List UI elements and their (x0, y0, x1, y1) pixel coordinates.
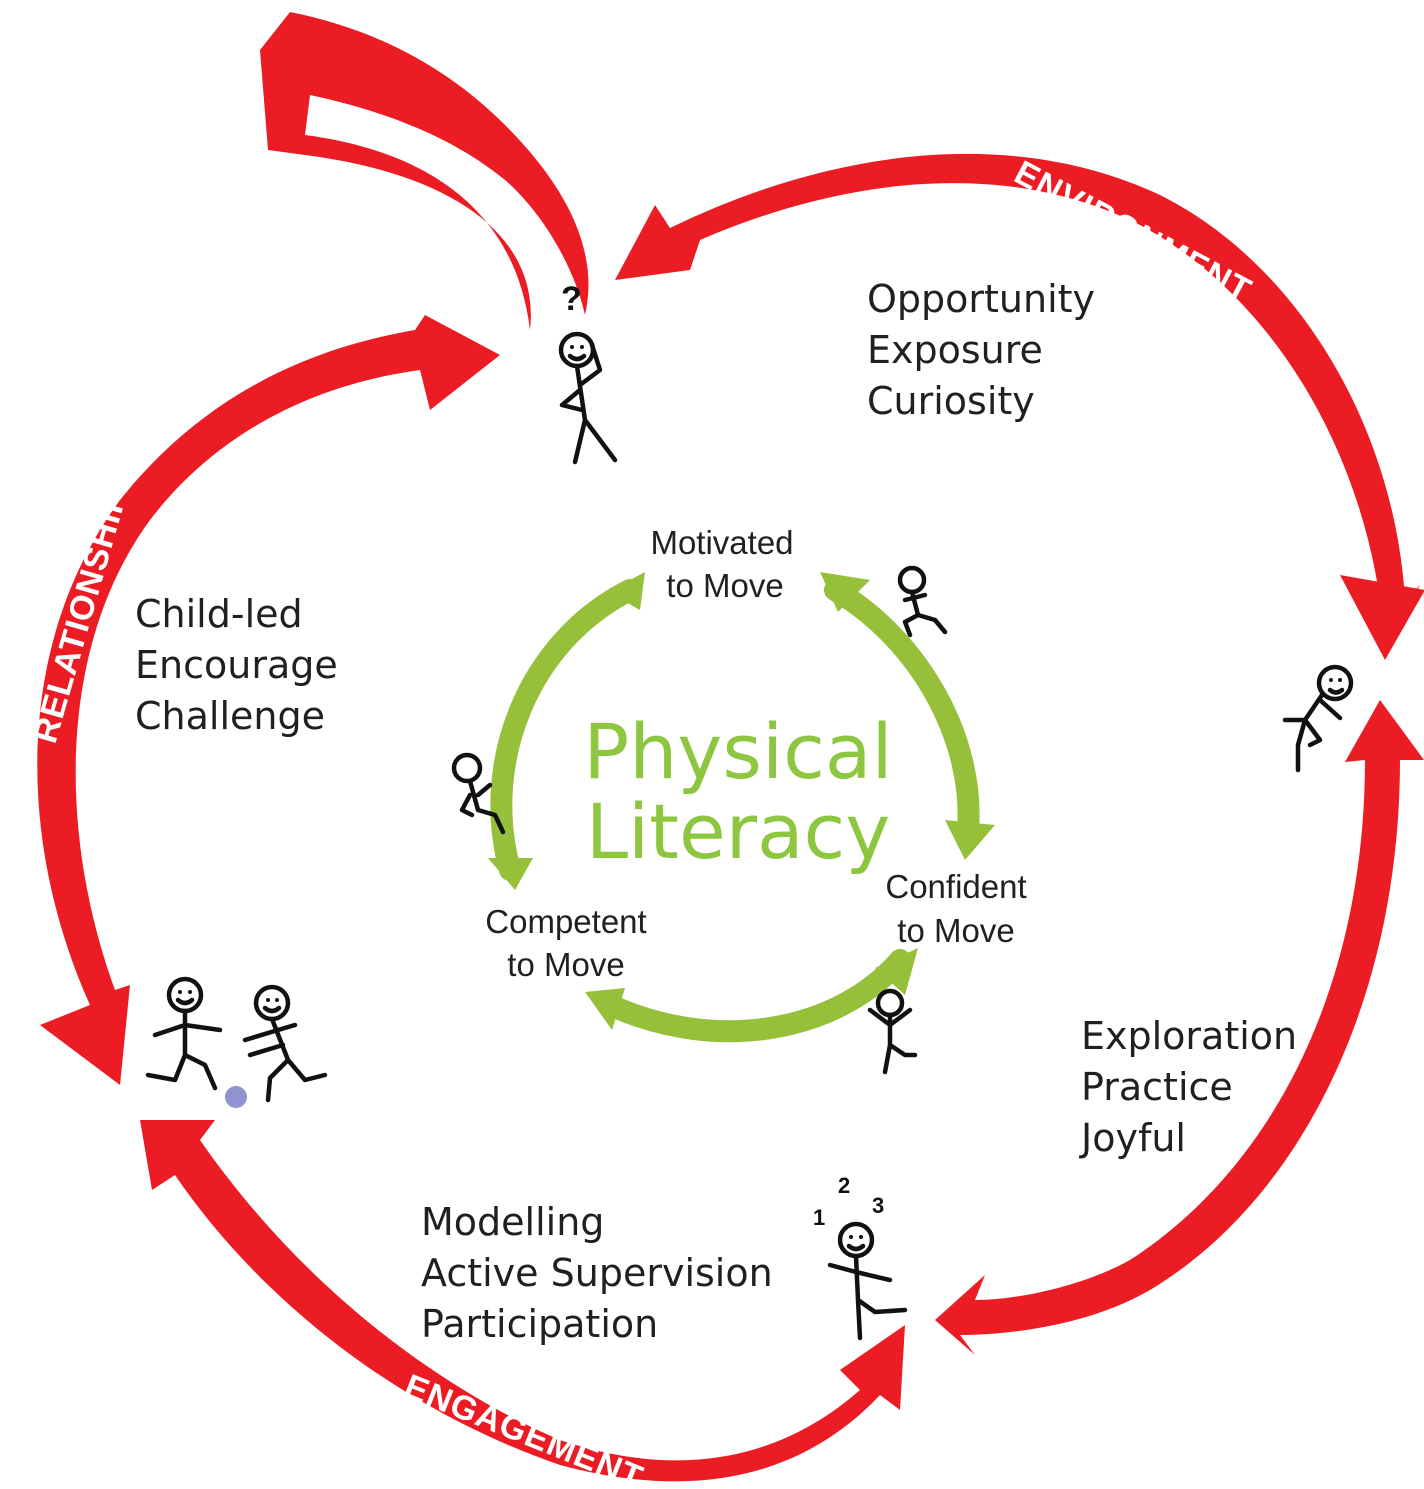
motivated-label-2: to Move (666, 567, 783, 604)
climbing-figure-icon (1282, 664, 1354, 773)
arrowhead (608, 572, 645, 610)
list-item: Practice (1081, 1065, 1233, 1109)
list-item: Challenge (135, 694, 325, 738)
play-list: Exploration Practice Joyful (1079, 1014, 1297, 1160)
list-item: Participation (421, 1302, 658, 1346)
list-item: Joyful (1079, 1116, 1186, 1160)
arrowhead (585, 988, 625, 1030)
arrowhead (820, 572, 870, 612)
arrowhead (875, 948, 918, 995)
list-item: Active Supervision (421, 1251, 773, 1295)
relationships-list: Child-led Encourage Challenge (135, 592, 338, 738)
count-two: 2 (838, 1173, 850, 1198)
question-mark-icon: ? (561, 280, 582, 318)
relationships-label: RELATIONSHIPS (26, 462, 141, 748)
environment-list: Opportunity Exposure Curiosity (867, 277, 1095, 423)
list-item: Encourage (135, 643, 338, 687)
arrow-motivated-confident (824, 579, 980, 841)
counting-figure-icon: 1 2 3 (813, 1173, 908, 1341)
running-figure-icon (897, 565, 948, 638)
list-item: Exploration (1081, 1014, 1297, 1058)
confident-label: Confident (885, 868, 1026, 905)
play-arrow (935, 700, 1424, 1355)
jumping-figure-icon (867, 988, 918, 1075)
center-title-line1: Physical (583, 707, 892, 796)
list-item: Exposure (867, 328, 1043, 372)
environment-arrowhead-right (1340, 575, 1424, 660)
outer-arrows (37, 12, 1424, 1482)
count-three: 3 (872, 1193, 884, 1218)
motivated-label: Motivated (650, 524, 793, 561)
center-title-line2: Literacy (586, 787, 891, 876)
arrowhead (945, 820, 995, 860)
list-item: Opportunity (867, 277, 1095, 321)
engagement-list: Modelling Active Supervision Participati… (421, 1200, 773, 1346)
ball-icon (225, 1086, 247, 1108)
confident-label-2: to Move (897, 912, 1014, 949)
list-item: Child-led (135, 592, 303, 636)
engagement-label: ENGAGEMENT (399, 1367, 648, 1489)
environment-arrow (615, 153, 1420, 650)
engagement-arrow (140, 1120, 905, 1482)
thinking-figure-icon: ? (558, 280, 618, 465)
competent-label-2: to Move (507, 946, 624, 983)
arrow-confident-competent (599, 949, 911, 1043)
arrowhead (488, 858, 533, 890)
list-item: Curiosity (867, 379, 1035, 423)
soccer-figures-icon (145, 976, 328, 1108)
top-stem-loop (260, 12, 589, 330)
list-item: Modelling (421, 1200, 604, 1244)
competent-label: Competent (485, 903, 646, 940)
sitting-figure-icon (451, 752, 506, 835)
count-one: 1 (813, 1205, 825, 1230)
relationships-arrow (37, 315, 500, 1085)
